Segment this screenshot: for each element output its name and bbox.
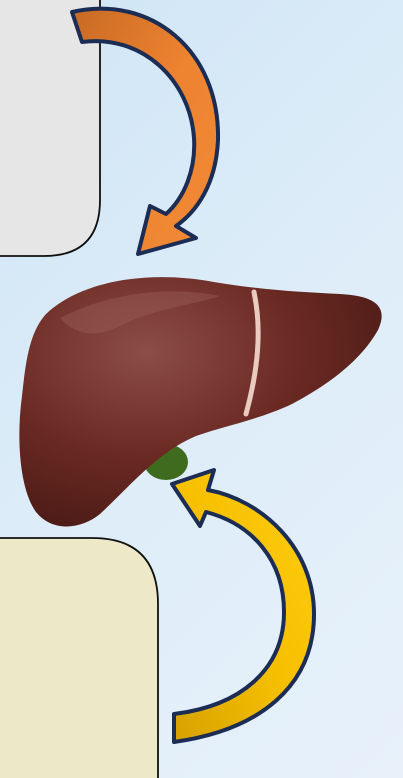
bottom-panel: [0, 538, 158, 778]
curved-arrow-up-icon: [172, 470, 314, 742]
